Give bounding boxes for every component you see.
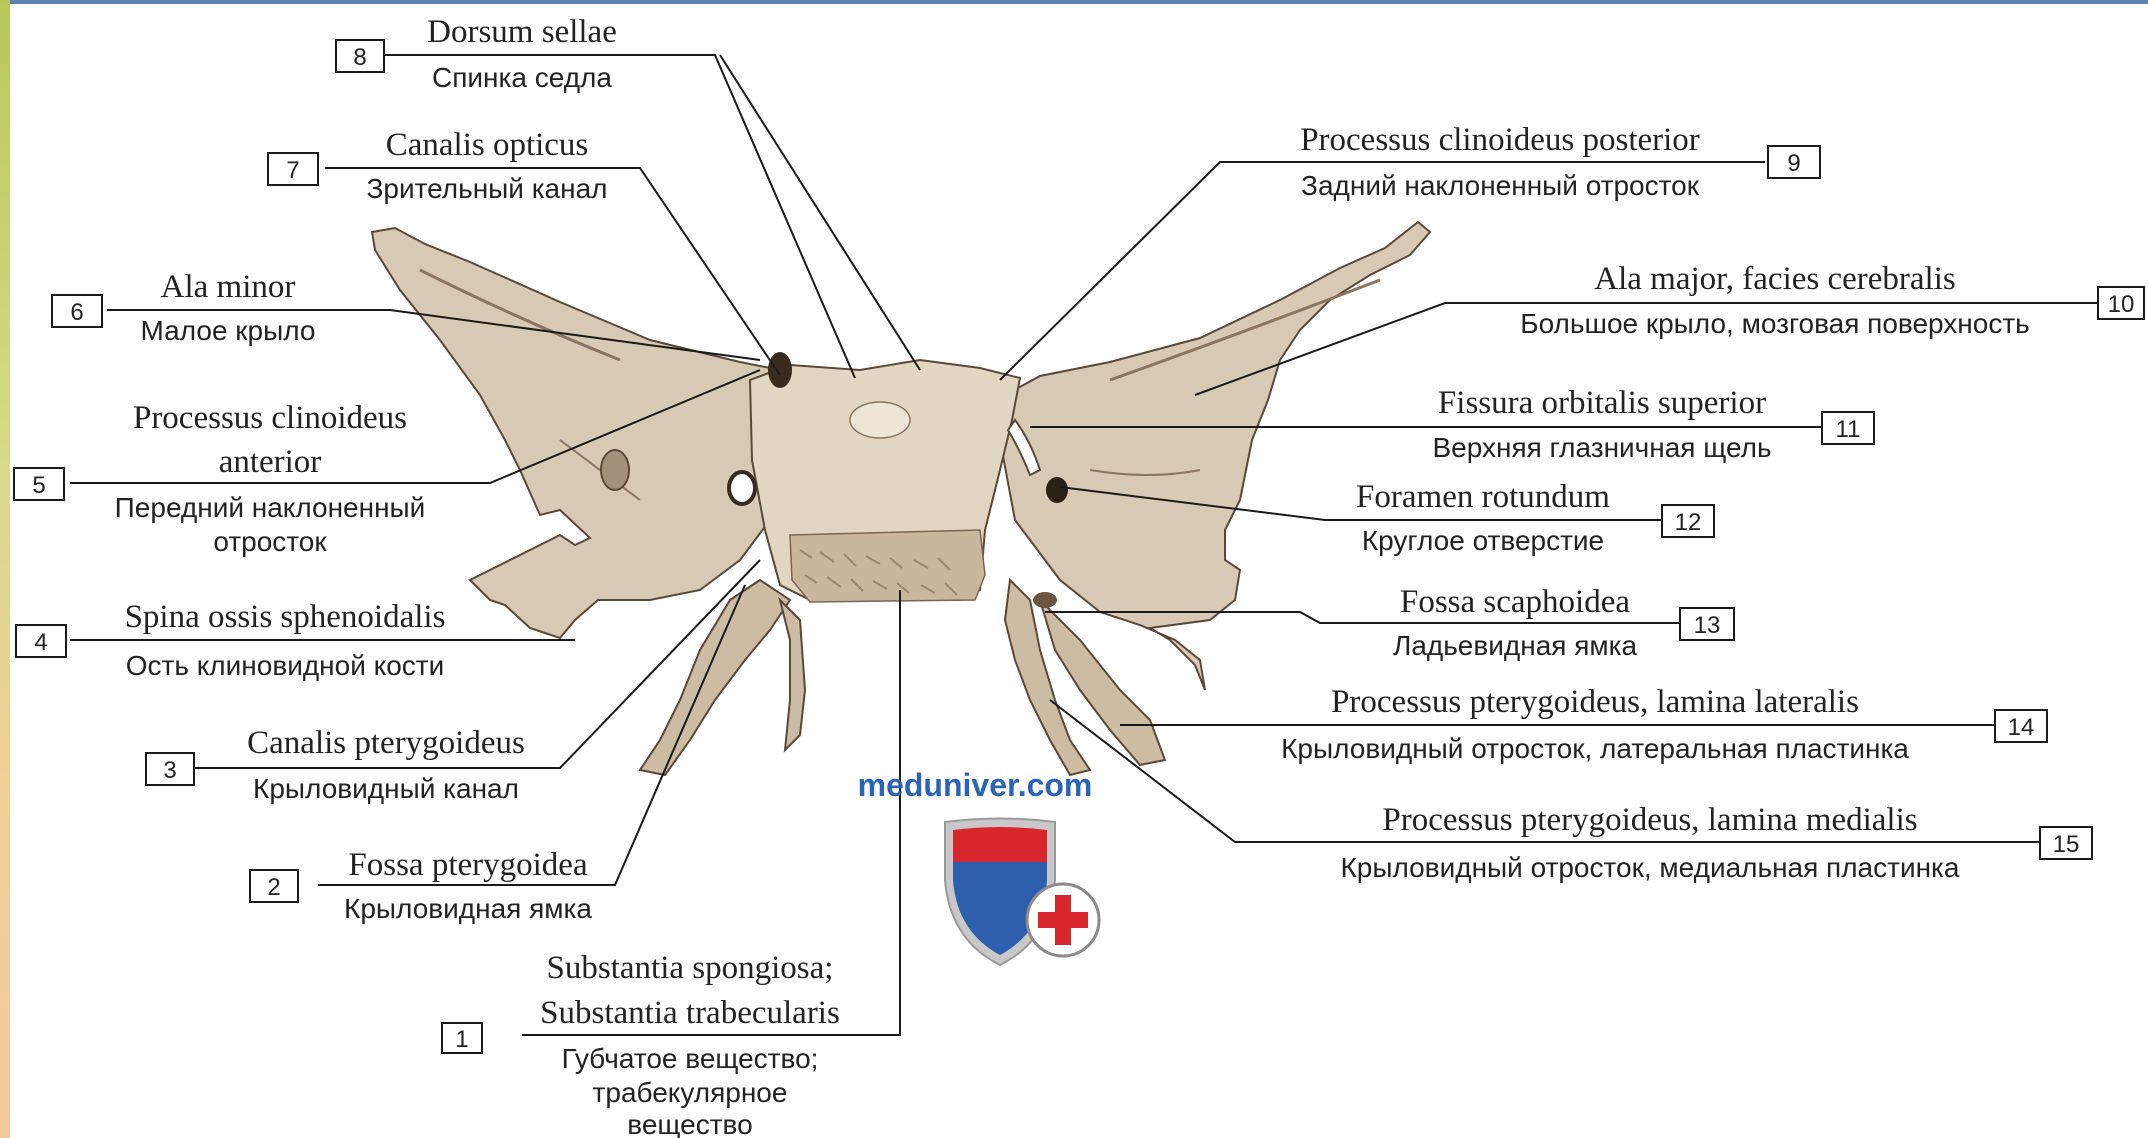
shield-cross-logo [945,819,1099,966]
label-1-latin-line2: Substantia trabecularis [540,995,840,1031]
label-13-number: 13 [1694,612,1721,639]
label-1-russian: Губчатое вещество; [562,1043,819,1074]
label-7: 7 Canalis opticus Зрительный канал [268,127,608,204]
right-wing-shape [1000,222,1430,690]
label-5: 5 Processus clinoideus anterior Передний… [14,400,425,557]
label-11-latin: Fissura orbitalis superior [1438,385,1766,421]
label-11-number: 11 [1836,416,1861,443]
left-pterygoid-process [640,580,790,775]
label-3-latin: Canalis pterygoideus [247,725,525,761]
label-12-number: 12 [1675,509,1702,536]
label-15-number: 15 [2053,831,2080,858]
label-13-russian: Ладьевидная ямка [1393,630,1638,661]
label-5-russian: Передний наклоненный [115,492,426,523]
label-15-latin: Processus pterygoideus, lamina medialis [1382,802,1917,838]
label-4-latin: Spina ossis sphenoidalis [125,599,446,635]
label-14-number: 14 [2008,714,2035,741]
label-1: 1 Substantia spongiosa; Substantia trabe… [442,950,840,1138]
label-6-latin: Ala minor [161,269,296,305]
label-3: 3 Canalis pterygoideus Крыловидный канал [146,725,525,804]
label-5-number: 5 [32,472,45,499]
label-2-latin: Fossa pterygoidea [348,847,588,883]
label-15-russian: Крыловидный отросток, медиальная пластин… [1340,852,1959,883]
watermark-text: meduniver.com [858,767,1093,803]
label-6-russian: Малое крыло [141,315,316,346]
label-5-russian-line2: отросток [213,526,327,557]
label-9-number: 9 [1787,150,1800,177]
label-6: 6 Ala minor Малое крыло [52,269,315,346]
label-7-latin: Canalis opticus [386,127,589,163]
label-11: 11 Fissura orbitalis superior Верхняя гл… [1432,385,1874,463]
label-1-latin: Substantia spongiosa; [547,950,834,986]
label-1-russian-line2: трабекулярное [593,1077,788,1108]
label-11-russian: Верхняя глазничная щель [1432,432,1771,463]
label-6-number: 6 [70,299,83,326]
label-12: 12 Foramen rotundum Круглое отверстие [1356,479,1714,556]
label-12-russian: Круглое отверстие [1362,525,1604,556]
label-3-russian: Крыловидный канал [253,773,519,804]
label-4-russian: Ость клиновидной кости [126,650,444,681]
label-8-russian: Спинка седла [432,62,612,93]
spongy-substance-patch [790,530,985,602]
label-7-number: 7 [286,157,299,184]
label-5-latin-line2: anterior [219,444,322,480]
label-10-number: 10 [2108,291,2135,318]
label-9-russian: Задний наклоненный отросток [1301,170,1700,201]
label-9-latin: Processus clinoideus posterior [1300,122,1700,158]
label-13-latin: Fossa scaphoidea [1400,584,1630,620]
label-10: 10 Ala major, facies cerebralis Большое … [1520,261,2144,339]
meduniver-watermark: meduniver.com [858,767,1099,965]
label-8: 8 Dorsum sellae Спинка седла [336,14,617,93]
label-4-number: 4 [34,629,47,656]
label-5-latin: Processus clinoideus [133,400,407,436]
label-3-number: 3 [163,757,176,784]
label-1-number: 1 [455,1026,468,1053]
label-8-number: 8 [353,44,366,71]
label-10-russian: Большое крыло, мозговая поверхность [1520,308,2030,339]
label-10-latin: Ala major, facies cerebralis [1594,261,1956,297]
label-14-russian: Крыловидный отросток, латеральная пласти… [1281,733,1909,764]
label-2-russian: Крыловидная ямка [344,893,592,924]
label-12-latin: Foramen rotundum [1356,479,1610,515]
label-1-russian-line3: вещество [627,1109,752,1138]
label-2-number: 2 [267,874,280,901]
label-8-latin: Dorsum sellae [427,14,617,50]
label-7-russian: Зрительный канал [366,173,607,204]
label-14-latin: Processus pterygoideus, lamina lateralis [1331,684,1859,720]
